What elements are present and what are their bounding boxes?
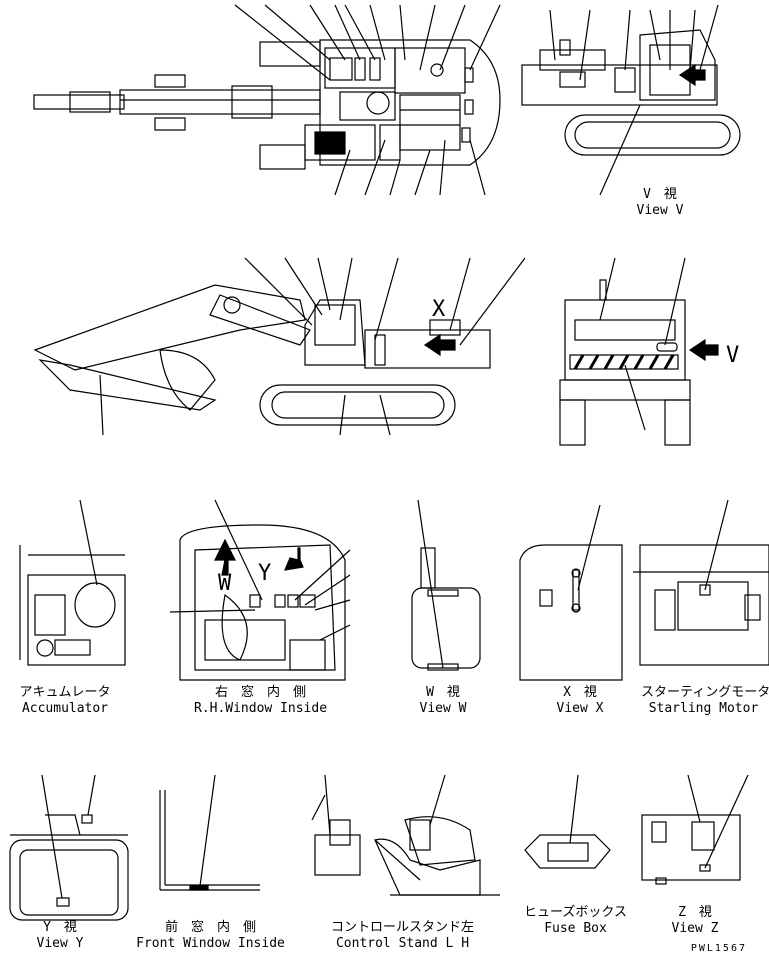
control-stand-view xyxy=(311,774,500,896)
caption-view-z: Z 視 View Z xyxy=(660,905,730,937)
caption-view-x: X 視 View X xyxy=(545,685,615,717)
caption-view-y-en: View Y xyxy=(36,936,84,951)
top-view-excavator xyxy=(33,4,501,196)
accumulator-view xyxy=(19,499,126,666)
caption-view-z-jp: Z 視 xyxy=(678,905,712,920)
marker-v: V xyxy=(726,343,739,368)
view-w-panel xyxy=(411,499,481,671)
caption-rh-window: 右 窓 内 側 R.H.Window Inside xyxy=(183,685,338,717)
caption-view-w-jp: W 視 xyxy=(426,685,460,700)
caption-view-w: W 視 View W xyxy=(408,685,478,717)
caption-rh-window-en: R.H.Window Inside xyxy=(193,701,328,716)
caption-fuse-box-en: Fuse Box xyxy=(544,921,607,936)
caption-accumulator: アキュムレータ Accumulator xyxy=(10,685,120,717)
caption-view-w-en: View W xyxy=(419,701,467,716)
marker-x: X xyxy=(432,297,446,322)
side-view-excavator xyxy=(33,257,526,436)
caption-view-v: V 視 View V xyxy=(620,187,700,219)
caption-front-window-en: Front Window Inside xyxy=(136,936,285,951)
caption-control-stand-jp: コントロールスタンド左 xyxy=(330,920,474,935)
caption-fuse-box-jp: ヒューズボックス xyxy=(524,905,627,920)
view-z-panel xyxy=(641,774,749,885)
caption-front-window-jp: 前 窓 内 側 xyxy=(164,920,256,935)
marker-y: Y xyxy=(258,561,271,586)
caption-control-stand-en: Control Stand L H xyxy=(335,936,470,951)
caption-rh-window-jp: 右 窓 内 側 xyxy=(214,685,306,700)
caption-view-x-en: View X xyxy=(556,701,604,716)
caption-accumulator-en: Accumulator xyxy=(21,701,109,716)
drawing-code: PWL1567 xyxy=(690,943,747,954)
view-x-panel xyxy=(519,504,623,681)
caption-fuse-box: ヒューズボックス Fuse Box xyxy=(513,905,638,937)
caption-view-v-jp: V 視 xyxy=(643,187,677,202)
caption-view-x-jp: X 視 xyxy=(563,685,597,700)
caption-control-stand: コントロールスタンド左 Control Stand L H xyxy=(320,920,485,952)
view-v-machine xyxy=(521,4,741,196)
caption-starting-motor-jp: スターティングモータ xyxy=(641,685,769,700)
front-window-view xyxy=(159,774,260,891)
caption-accumulator-jp: アキュムレータ xyxy=(19,685,111,700)
caption-view-v-en: View V xyxy=(636,203,684,218)
starting-motor-view xyxy=(633,499,769,666)
marker-w: W xyxy=(218,571,232,596)
rh-window-view xyxy=(169,499,351,681)
caption-view-y: Y 視 View Y xyxy=(25,920,95,952)
caption-front-window: 前 窓 内 側 Front Window Inside xyxy=(128,920,293,952)
caption-starting-motor: スターティングモータ Starling Motor xyxy=(641,685,769,717)
caption-view-y-jp: Y 視 xyxy=(43,920,77,935)
view-y-panel xyxy=(9,774,129,921)
fuse-box-view xyxy=(524,774,611,869)
caption-view-z-en: View Z xyxy=(671,921,719,936)
rear-view-machine xyxy=(559,257,719,446)
caption-starting-motor-en: Starling Motor xyxy=(648,701,759,716)
